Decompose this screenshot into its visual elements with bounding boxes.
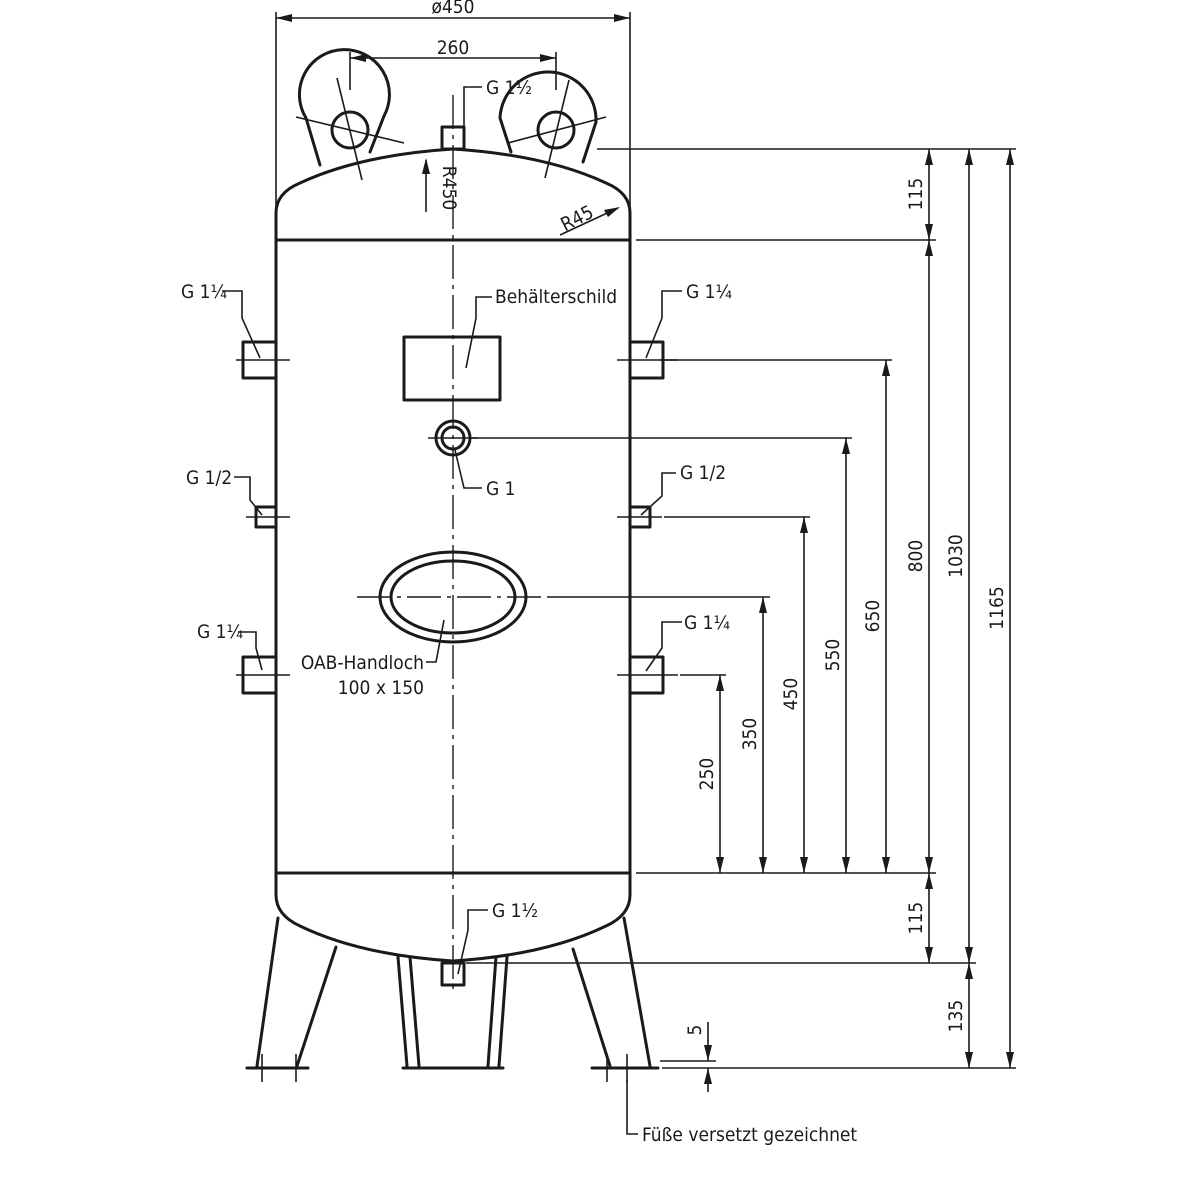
dim-115-top: 115 [905, 178, 927, 211]
socket-centerlines [236, 359, 678, 676]
label-handhole-size: 100 x 150 [338, 677, 424, 699]
label-feet-note: Füße versetzt gezeichnet [642, 1124, 857, 1146]
label-right-middle-connection: G 1/2 [680, 462, 726, 484]
g1-port [428, 419, 478, 457]
leader-lines [222, 86, 682, 1135]
dim-radius-top: R450 [438, 166, 460, 211]
lifting-lug-left [295, 48, 405, 181]
nameplate-box [402, 335, 502, 402]
extension-lines [275, 12, 1016, 1069]
annotation-labels: Behälterschild OAB-Handloch 100 x 150 Fü… [301, 286, 858, 1146]
label-left-lower-connection: G 1¼ [197, 621, 244, 643]
label-right-lower-connection: G 1¼ [684, 612, 731, 634]
label-nameplate: Behälterschild [495, 286, 617, 308]
lifting-lug-right [498, 70, 607, 179]
dimension-texts: ø450 260 R450 R45 115 800 1030 1165 650 … [431, 0, 1008, 1035]
dim-lug-spacing: 260 [437, 37, 470, 59]
label-right-upper-connection: G 1¼ [686, 281, 733, 303]
dim-1165: 1165 [986, 586, 1008, 630]
dim-350: 350 [739, 718, 761, 751]
bottom-socket [440, 961, 466, 987]
dim-650: 650 [862, 600, 884, 633]
top-socket [440, 125, 466, 151]
handhole [357, 550, 549, 644]
dimension-lines [276, 14, 1014, 1092]
label-left-middle-connection: G 1/2 [186, 467, 232, 489]
label-center-connection: G 1 [486, 478, 516, 500]
dim-450: 450 [780, 678, 802, 711]
label-handhole-name: OAB-Handloch [301, 652, 424, 674]
dim-550: 550 [822, 639, 844, 672]
dim-diameter: ø450 [431, 0, 474, 18]
dim-135: 135 [945, 1000, 967, 1033]
label-top-connection: G 1½ [486, 77, 532, 99]
dim-1030: 1030 [945, 534, 967, 578]
dim-115-bottom: 115 [905, 902, 927, 935]
label-bottom-connection: G 1½ [492, 900, 538, 922]
support-legs [245, 916, 660, 1082]
dim-radius-knuckle: R45 [557, 201, 597, 236]
dim-250: 250 [696, 758, 718, 791]
dim-800: 800 [905, 540, 927, 573]
label-left-upper-connection: G 1¼ [181, 281, 228, 303]
connection-labels: G 1½ G 1¼ G 1¼ G 1 G 1/2 G 1/2 G 1¼ G 1¼… [181, 77, 733, 922]
dim-5: 5 [684, 1025, 706, 1036]
